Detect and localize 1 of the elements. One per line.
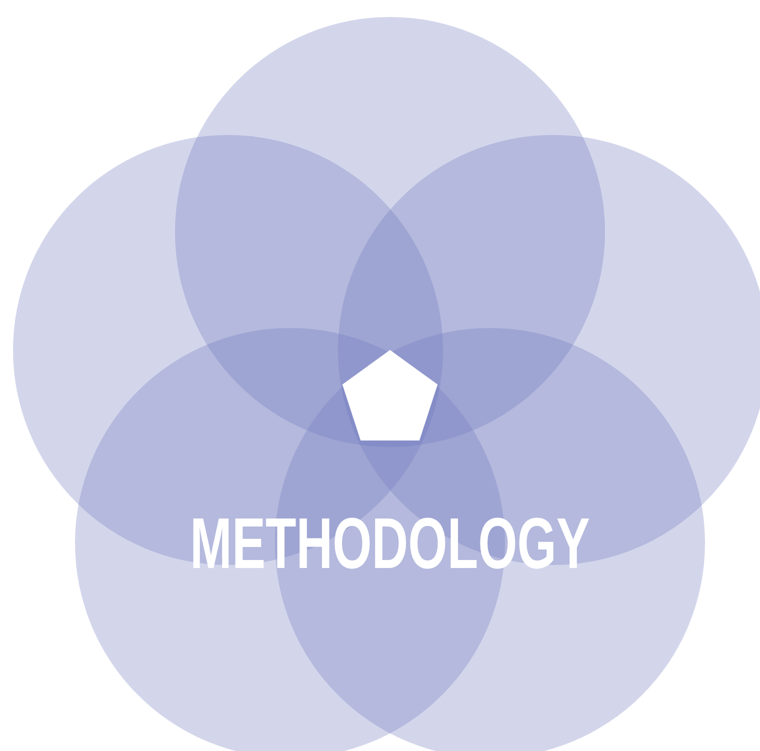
heading-text: METHODOLOGY: [190, 508, 590, 580]
